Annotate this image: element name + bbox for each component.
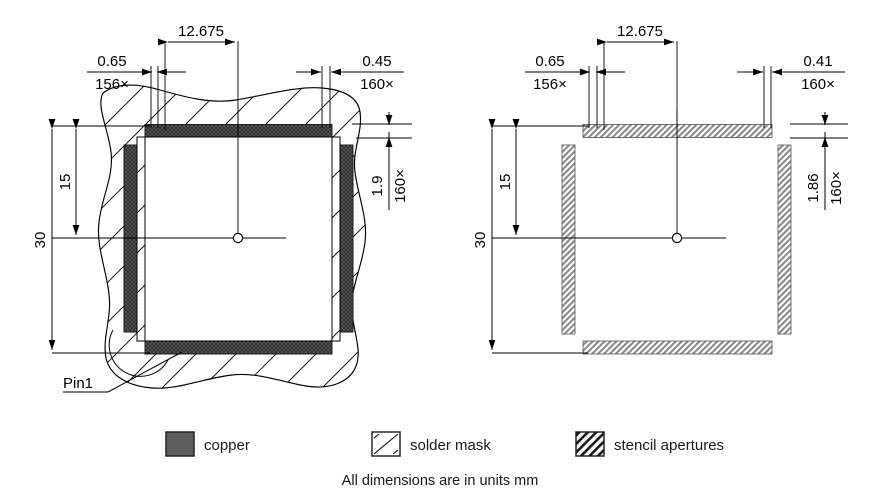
dim-label-aperture-length-right-count: 160×	[828, 171, 845, 205]
dim-vertical-half-left: 15	[52, 119, 190, 239]
dim-label-pitch-left-value: 0.65	[97, 53, 126, 70]
pin1-callout: Pin1	[63, 351, 183, 393]
legend-item-solder-mask: solder mask	[371, 431, 491, 457]
package-body-outline-2	[136, 136, 341, 342]
legend-swatch-stencil-apertures	[575, 431, 605, 457]
dim-vertical-full-left: 30	[32, 119, 150, 354]
stencil-apertures-group	[561, 124, 792, 355]
copper-bar-top	[144, 124, 333, 138]
dim-vertical-full-right: 30	[472, 119, 588, 354]
stencil-bar-right	[777, 144, 792, 335]
copper-bar-bottom	[144, 340, 333, 355]
dim-pitch-right: 0.65 156×	[525, 53, 625, 128]
stencil-bar-left	[561, 144, 576, 335]
dim-label-pad-length-left-count: 160×	[392, 169, 409, 203]
legend-swatch-copper	[165, 431, 195, 457]
stencil-bar-top	[582, 124, 773, 138]
legend-item-stencil-apertures: stencil apertures	[575, 431, 724, 457]
solder-mask-outline	[97, 84, 367, 389]
dim-label-aperture-width-right-value: 0.41	[803, 53, 832, 70]
copper-bar-right	[339, 144, 354, 333]
dim-label-top-span-right: 12.675	[617, 23, 663, 40]
dim-pad-width-left: 0.45 160×	[296, 53, 404, 128]
pin1-label: Pin1	[63, 375, 93, 392]
center-mark-right	[628, 110, 726, 244]
copper-bar-left	[123, 144, 138, 333]
dim-label-vertical-half-right: 15	[497, 174, 514, 191]
dim-label-vertical-full-right: 30	[472, 232, 489, 249]
stencil-bar-bottom	[582, 340, 773, 355]
legend-item-copper: copper	[165, 431, 250, 457]
left-view-group: 12.675 0.65 156× 0.45 160× 15	[32, 23, 412, 393]
right-view-group: 12.675 0.65 156× 0.41 160× 15	[472, 23, 848, 355]
dim-label-pitch-left-count: 156×	[95, 76, 129, 93]
dim-label-vertical-full-left: 30	[32, 232, 49, 249]
dim-top-span-right: 12.675	[597, 23, 678, 130]
dim-aperture-width-right: 0.41 160×	[737, 53, 845, 128]
legend-label-copper: copper	[204, 437, 250, 454]
dim-pitch-left: 0.65 156×	[87, 53, 186, 128]
dim-label-aperture-length-right-value: 1.86	[805, 173, 822, 202]
legend-label-stencil-apertures: stencil apertures	[614, 437, 724, 454]
dim-label-pad-width-left-count: 160×	[360, 76, 394, 93]
dim-pad-length-left: 1.9 160×	[352, 112, 412, 210]
dim-label-aperture-width-right-count: 160×	[801, 76, 835, 93]
legend-group: copper solder mask stencil apertures All…	[165, 431, 724, 489]
dim-vertical-half-right: 15	[492, 119, 628, 239]
dim-label-pitch-right-value: 0.65	[535, 53, 564, 70]
dim-label-vertical-half-left: 15	[57, 174, 74, 191]
pin1-corner-notch	[108, 329, 169, 377]
center-mark	[190, 110, 286, 244]
units-note: All dimensions are in units mm	[342, 473, 539, 489]
dim-aperture-length-right: 1.86 160×	[790, 112, 848, 210]
legend-label-solder-mask: solder mask	[410, 437, 491, 454]
dim-label-top-span-left: 12.675	[178, 23, 224, 40]
dim-top-span-left: 12.675	[158, 23, 239, 130]
dim-label-pad-width-left-value: 0.45	[362, 53, 391, 70]
dim-label-pitch-right-count: 156×	[533, 76, 567, 93]
dim-label-pad-length-left-value: 1.9	[369, 176, 386, 197]
